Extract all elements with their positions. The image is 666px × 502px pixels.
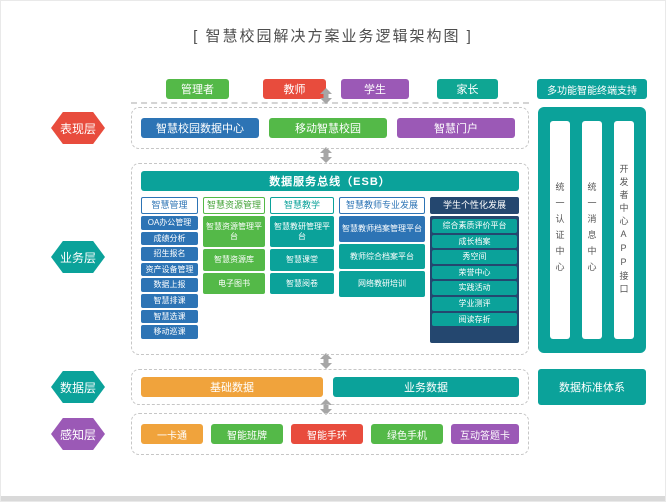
layer-hex-data: 数据层: [51, 371, 105, 403]
column-item: 智慧选课: [141, 309, 198, 324]
column-header: 智慧教师专业发展: [339, 197, 425, 214]
business-layer-box: [131, 163, 529, 355]
column-item: 阅读存折: [432, 312, 517, 327]
column-item: 综合素质评价平台: [432, 219, 517, 233]
diagram-title: [ 智慧校园解决方案业务逻辑架构图 ]: [193, 28, 473, 45]
vertical-double-arrow-icon: [319, 353, 333, 369]
business-column-teaching: 智慧教学 智慧教研管理平台 智慧课堂 智慧阅卷: [270, 197, 334, 296]
data-standard-box: 数据标准体系: [538, 369, 646, 405]
column-item: 网络教研培训: [339, 271, 425, 297]
vertical-double-arrow-icon: [319, 88, 333, 104]
column-header: 智慧教学: [270, 197, 334, 214]
column-item: 学业测评: [432, 296, 517, 311]
perception-item-green-phone: 绿色手机: [371, 424, 443, 444]
column-item: 智慧排课: [141, 293, 198, 308]
column-item: 成长档案: [432, 234, 517, 249]
data-item-basic: 基础数据: [141, 377, 323, 397]
vertical-double-arrow-icon: [319, 147, 333, 163]
column-header: 学生个性化发展: [430, 197, 519, 214]
presentation-item-mobile-campus: 移动智慧校园: [269, 118, 387, 138]
data-item-business: 业务数据: [333, 377, 519, 397]
business-column-student-development: 学生个性化发展 综合素质评价平台 成长档案 秀空间 荣誉中心 实践活动 学业测评…: [430, 197, 519, 343]
column-header: 智慧资源管理: [203, 197, 265, 214]
column-item: 荣誉中心: [432, 265, 517, 280]
terminal-panel: 统一认证中心 统一消息中心 开发者中心APP接口: [538, 107, 646, 353]
role-teacher: 教师: [263, 79, 326, 99]
perception-item-onecard: 一卡通: [141, 424, 203, 444]
terminal-support-banner: 多功能智能终端支持: [537, 79, 647, 99]
role-student: 学生: [341, 79, 409, 99]
vertical-double-arrow-icon: [319, 399, 333, 415]
column-header: 智慧管理: [141, 197, 198, 214]
perception-layer-box: [131, 413, 529, 455]
perception-item-class-board: 智能班牌: [211, 424, 283, 444]
bottom-scrollbar[interactable]: [1, 496, 665, 501]
role-manager: 管理者: [166, 79, 229, 99]
column-body: 综合素质评价平台 成长档案 秀空间 荣誉中心 实践活动 学业测评 阅读存折: [430, 216, 519, 343]
presentation-item-portal: 智慧门户: [397, 118, 515, 138]
column-item: 教师综合档案平台: [339, 243, 425, 270]
data-layer-box: [131, 369, 529, 405]
column-item: 成绩分析: [141, 231, 198, 246]
business-column-resources: 智慧资源管理 智慧资源管理平台 智慧资源库 电子图书: [203, 197, 265, 296]
presentation-item-data-center: 智慧校园数据中心: [141, 118, 259, 138]
column-item: 智慧资源库: [203, 249, 265, 271]
vertical-strip-developer-api: 开发者中心APP接口: [614, 121, 634, 339]
role-parent: 家长: [437, 79, 498, 99]
business-column-management: 智慧管理 OA办公管理 成绩分析 招生报名 资产设备管理 数据上报 智慧排课 智…: [141, 197, 198, 341]
layer-hex-perception: 感知层: [51, 418, 105, 450]
perception-item-wristband: 智能手环: [291, 424, 363, 444]
column-item: 智慧教研管理平台: [270, 216, 334, 248]
column-item: 智慧阅卷: [270, 272, 334, 295]
column-item: 实践活动: [432, 281, 517, 295]
perception-item-answer-card: 互动答题卡: [451, 424, 519, 444]
column-item: 数据上报: [141, 278, 198, 292]
column-item: 资产设备管理: [141, 262, 198, 277]
column-item: 移动巡课: [141, 325, 198, 339]
column-item: 智慧课堂: [270, 249, 334, 271]
column-item: 秀空间: [432, 250, 517, 264]
business-column-teacher-development: 智慧教师专业发展 智慧教师档案管理平台 教师综合档案平台 网络教研培训: [339, 197, 425, 299]
layer-hex-business: 业务层: [51, 241, 105, 273]
column-item: 招生报名: [141, 247, 198, 261]
column-item: 智慧教师档案管理平台: [339, 216, 425, 242]
vertical-strip-message-center: 统一消息中心: [582, 121, 602, 339]
presentation-layer-box: [131, 107, 529, 149]
layer-hex-presentation: 表现层: [51, 112, 105, 144]
esb-bus-bar: 数据服务总线（ESB）: [141, 171, 519, 191]
column-item: 智慧资源管理平台: [203, 216, 265, 248]
roles-divider-line: [131, 102, 529, 104]
vertical-strip-auth-center: 统一认证中心: [550, 121, 570, 339]
column-item: OA办公管理: [141, 216, 198, 230]
column-item: 电子图书: [203, 272, 265, 295]
